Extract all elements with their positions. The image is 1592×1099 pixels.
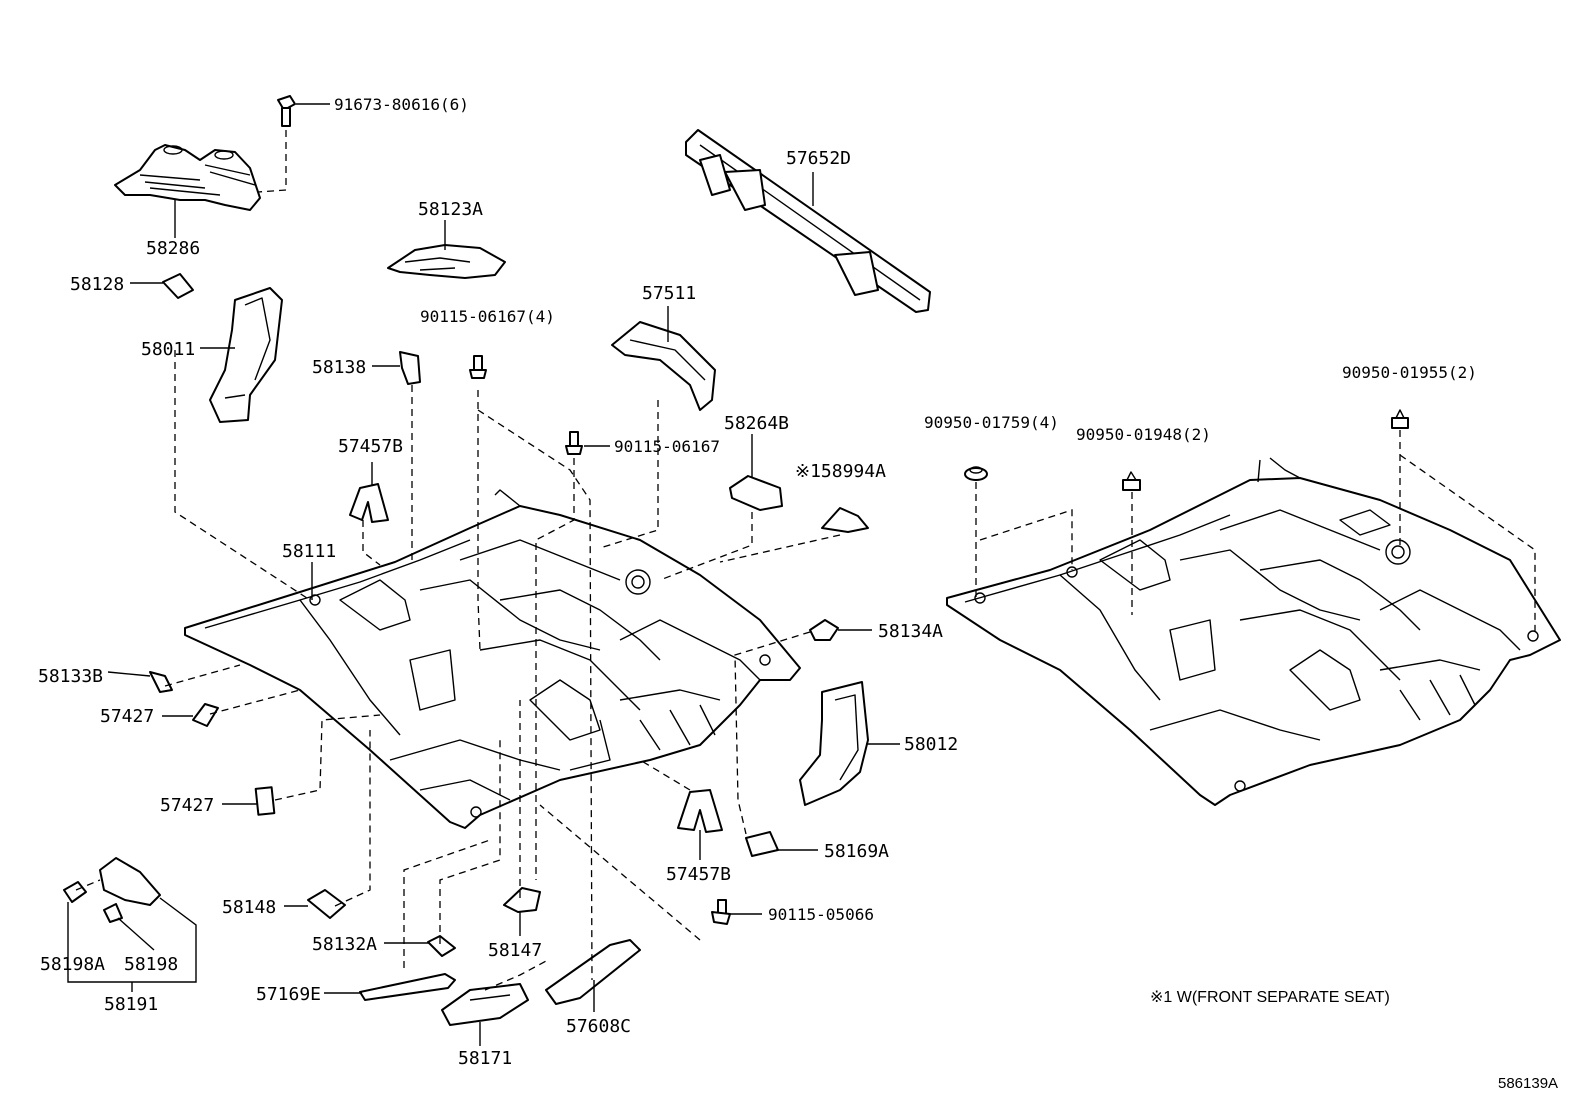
label-90115-05066: 90115-05066 — [768, 905, 874, 924]
label-58198A: 58198A — [40, 954, 105, 975]
alternate-floor-pan — [946, 457, 1561, 806]
plug-90950-01948 — [1122, 471, 1141, 491]
label-58128: 58128 — [70, 274, 124, 295]
label-58264B: 58264B — [724, 413, 789, 434]
cover-58191 — [63, 857, 161, 923]
clip-58994A — [821, 507, 869, 533]
shift-boot-58286 — [114, 144, 261, 211]
bracket-58264B — [729, 475, 783, 511]
label-58134A: 58134A — [878, 621, 943, 642]
label-58171: 58171 — [458, 1048, 512, 1069]
label-57457B-bottom: 57457B — [666, 864, 731, 885]
grommet-90950-01759 — [964, 466, 988, 481]
clip-58148 — [307, 889, 346, 919]
bolt-90115-06167 — [565, 431, 583, 455]
label-58133B: 58133B — [38, 666, 103, 687]
label-91673-80616: 91673-80616(6) — [334, 95, 469, 114]
clip-58134A — [809, 619, 839, 641]
label-90115-06167: 90115-06167 — [614, 437, 720, 456]
label-58012: 58012 — [904, 734, 958, 755]
panel-58011 — [209, 287, 283, 423]
bolt-90115-4 — [469, 355, 487, 379]
label-58138: 58138 — [312, 357, 366, 378]
bracket-57457B-bottom — [677, 789, 723, 833]
bracket-58123A — [387, 244, 506, 279]
bracket-57511 — [611, 321, 716, 411]
label-58132A: 58132A — [312, 934, 377, 955]
leader-lines — [67, 103, 900, 1046]
plug-90950-01955 — [1391, 409, 1409, 429]
label-58011: 58011 — [141, 339, 195, 360]
assembly-guides — [75, 130, 1536, 991]
figure-reference: 586139A — [1498, 1075, 1558, 1092]
label-58123A: 58123A — [418, 199, 483, 220]
label-57169E: 57169E — [256, 984, 321, 1005]
main-floor-pan — [184, 489, 801, 829]
clip-58128 — [162, 273, 194, 299]
label-58169A: 58169A — [824, 841, 889, 862]
label-90950-01955: 90950-01955(2) — [1342, 363, 1477, 382]
rail-57608C — [545, 939, 641, 1005]
bolt-90115-05066 — [711, 899, 731, 925]
label-58994A: ※158994A — [795, 461, 886, 482]
plate-58171 — [441, 983, 529, 1026]
clip-58132A — [427, 935, 456, 957]
label-57457B-top: 57457B — [338, 436, 403, 457]
bracket-57457B-top — [349, 483, 389, 523]
strip-57169E — [359, 973, 456, 1001]
label-58147: 58147 — [488, 940, 542, 961]
plug-58133B — [149, 671, 173, 693]
label-57427-b: 57427 — [160, 795, 214, 816]
label-58198: 58198 — [124, 954, 178, 975]
clip-58138 — [399, 351, 421, 385]
label-57427-a: 57427 — [100, 706, 154, 727]
label-90115-06167-4: 90115-06167(4) — [420, 307, 555, 326]
crossmember-57652D — [685, 129, 931, 313]
label-58286: 58286 — [146, 238, 200, 259]
label-57511: 57511 — [642, 283, 696, 304]
label-57652D: 57652D — [786, 148, 851, 169]
label-58148: 58148 — [222, 897, 276, 918]
label-58111: 58111 — [282, 541, 336, 562]
panel-58012 — [799, 681, 869, 806]
variant-note: ※1 W(FRONT SEPARATE SEAT) — [1150, 989, 1390, 1006]
label-90950-01948: 90950-01948(2) — [1076, 425, 1211, 444]
label-58191: 58191 — [104, 994, 158, 1015]
pad-57427-a — [192, 703, 219, 727]
bolt-91673 — [277, 95, 296, 127]
label-90950-01759: 90950-01759(4) — [924, 413, 1059, 432]
bracket-58147 — [503, 887, 541, 913]
clip-58169A — [745, 831, 779, 857]
label-57608C: 57608C — [566, 1016, 631, 1037]
pad-57427-b — [254, 786, 276, 816]
